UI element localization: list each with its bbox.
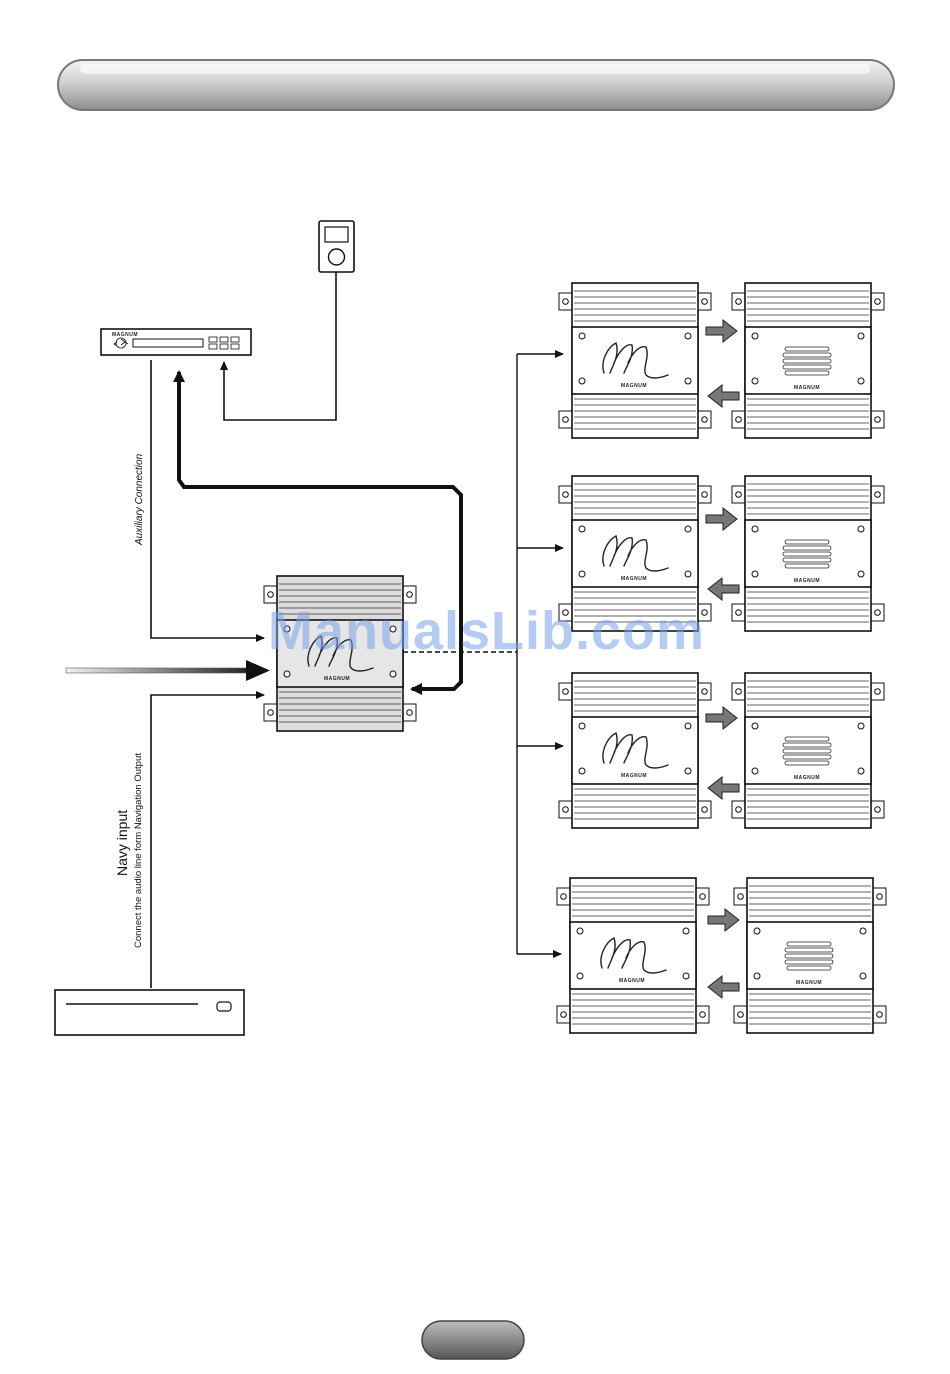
arrow-icon (708, 976, 739, 998)
arrow-icon (706, 320, 737, 342)
navigation-unit-icon (55, 990, 244, 1035)
head-unit-icon: MAGNUM (101, 329, 251, 355)
head-unit-brand: MAGNUM (112, 332, 138, 338)
amplifier-icon: MAGNUM (559, 283, 711, 438)
speaker-icon: MAGNUM (734, 878, 886, 1033)
speaker-icon: MAGNUM (732, 283, 884, 438)
amp-brand: MAGNUM (619, 978, 645, 984)
ipod-icon (319, 221, 354, 272)
arrow-icon (708, 385, 739, 407)
arrow-icon (708, 777, 739, 799)
title-banner-shine (80, 64, 870, 74)
watermark: ManualsLib.com (268, 600, 705, 662)
amp-brand: MAGNUM (621, 383, 647, 389)
speaker-brand: MAGNUM (794, 775, 820, 781)
auxiliary-wire (151, 360, 264, 638)
main-amp-brand: MAGNUM (324, 676, 350, 682)
amplifier-icon: MAGNUM (559, 673, 711, 828)
amp-brand: MAGNUM (621, 576, 647, 582)
external-input-arrow (66, 660, 270, 681)
navy-input-label: Navy input (114, 810, 130, 876)
auxiliary-connection-label: Auxiliary Connection (134, 454, 145, 545)
arrow-icon (708, 578, 739, 600)
speaker-brand: MAGNUM (796, 980, 822, 986)
speaker-brand: MAGNUM (794, 578, 820, 584)
navy-input-description: Connect the audio line form Navigation O… (133, 753, 144, 948)
speaker-icon: MAGNUM (732, 476, 884, 631)
amp-brand: MAGNUM (621, 773, 647, 779)
arrow-icon (706, 707, 737, 729)
page-number-pill (422, 1321, 524, 1359)
amplifier-icon: MAGNUM (557, 878, 709, 1033)
arrow-icon (706, 508, 737, 530)
speaker-brand: MAGNUM (794, 385, 820, 391)
navy-input-wire (151, 695, 264, 988)
speaker-icon: MAGNUM (732, 673, 884, 828)
arrow-icon (708, 909, 739, 931)
